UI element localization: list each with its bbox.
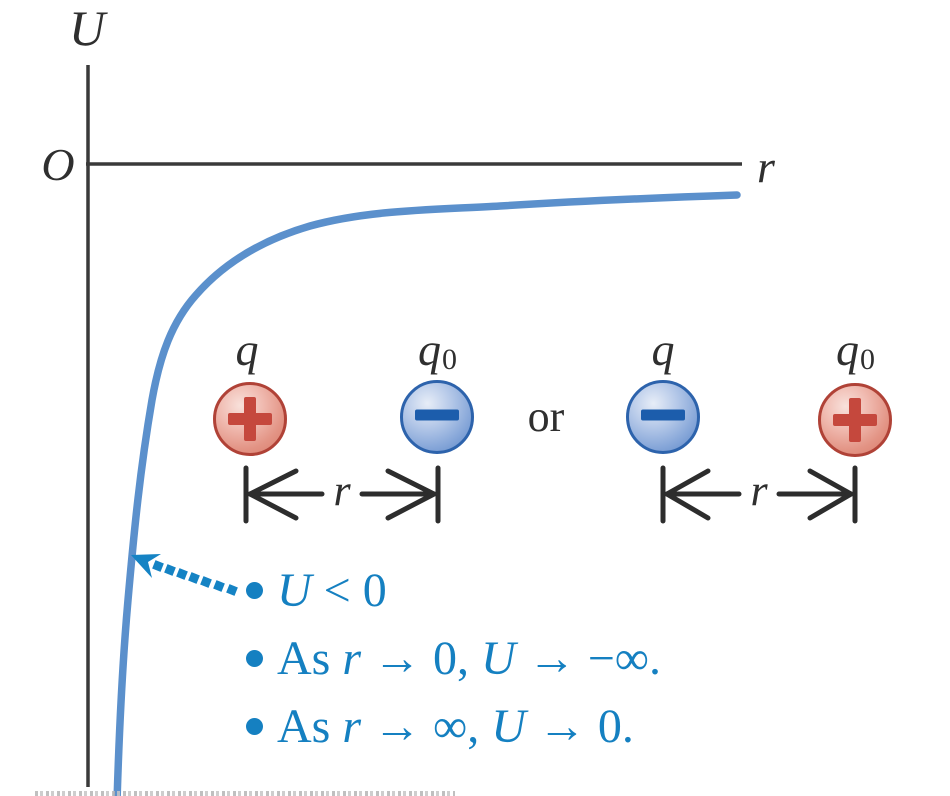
annotation-text: U [481,631,516,685]
positive-charge-sphere [213,382,287,456]
x-axis-label: r [757,140,775,192]
separation-label-r: r [333,465,351,515]
distance-indicator-2 [660,465,858,524]
annotation-text: As [277,699,343,753]
distance-indicator-1 [243,465,441,524]
charge-label-subscript: 0 [860,343,875,376]
dotted-arrow-icon [131,554,238,596]
annotation-text: < 0 [311,563,387,617]
charge-label-q: q [637,320,689,378]
annotation-text: → ∞, [361,699,492,753]
charge-label-subscript: 0 [442,343,457,376]
annotation-text: r [342,631,362,685]
charge-label-text: q [836,323,859,375]
charge-label-text: q [418,323,441,375]
bullet-icon [246,649,263,667]
annotation-text: → 0. [525,699,634,753]
plus-icon [216,385,284,453]
annotation-text: → −∞. [515,631,661,685]
y-axis-label: U [68,0,106,56]
minus-icon [629,383,697,451]
minus-icon [403,383,471,451]
annotation-text: U [491,699,526,753]
negative-charge-sphere [626,380,700,454]
annotation-u-negative: U < 0 [246,562,387,618]
positive-charge-sphere [818,383,892,457]
origin-label: O [41,138,75,190]
bullet-icon [246,581,263,599]
annotation-text: r [342,699,362,753]
annotation-text: As [277,631,343,685]
charge-label-text: q [235,323,259,375]
cropped-caption-strip [35,791,455,796]
annotation-text: U [277,563,312,617]
annotation-limit-r-to-zero: As r → 0, U → −∞. [246,630,661,686]
annotation-limit-r-to-infinity: As r → ∞, U → 0. [246,698,634,754]
separation-label-r: r [750,465,768,515]
annotation-text: → 0, [361,631,482,685]
potential-energy-curve [113,191,741,796]
bullet-icon [246,717,263,735]
charge-label-text: q [651,323,675,375]
or-connector-label: or [527,391,565,441]
charge-label-q: q [221,320,273,378]
plus-icon [821,386,889,454]
negative-charge-sphere [400,380,474,454]
